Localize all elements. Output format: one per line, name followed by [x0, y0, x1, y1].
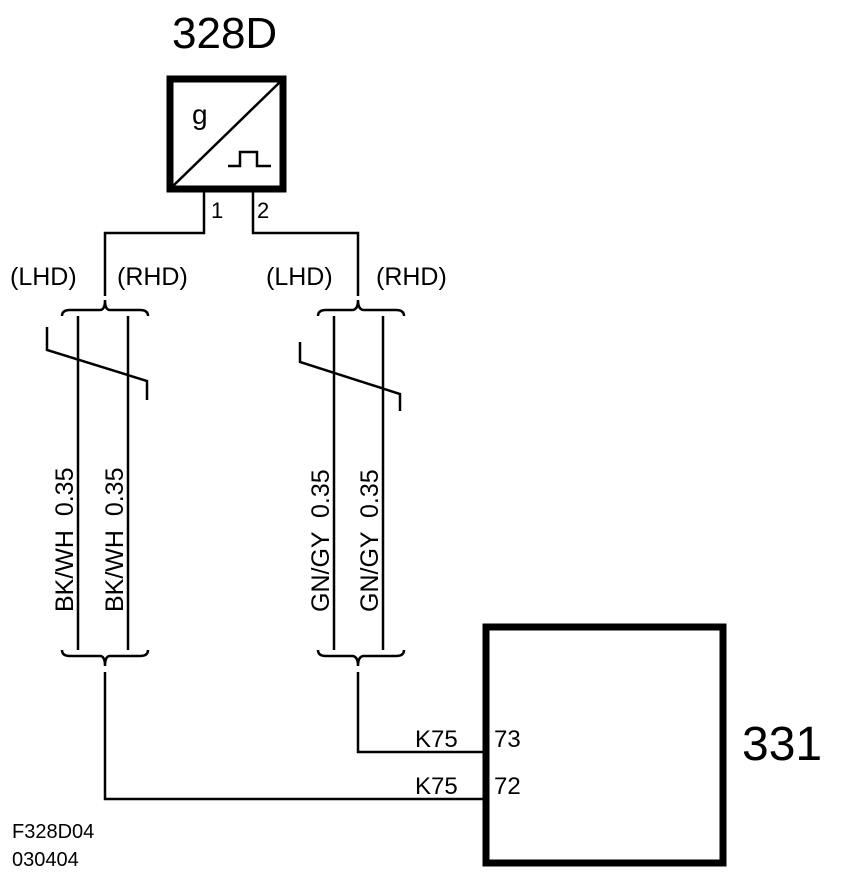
sensor-id-label: 328D [172, 9, 277, 58]
sensor-diagonal [172, 81, 281, 187]
footer-code: F328D04 [12, 821, 94, 843]
pin-label-72: 72 [494, 773, 521, 800]
sensor-pin2-label: 2 [257, 198, 269, 223]
connector-label-b: K75 [415, 773, 458, 800]
sensor-pin1-label: 1 [211, 198, 223, 223]
left-upper-brace [60, 299, 150, 317]
left-rhd-label: (RHD) [117, 263, 188, 291]
right-rhd-label: (RHD) [376, 263, 447, 291]
right-lhd-label: (LHD) [266, 263, 333, 291]
module-331-box[interactable] [482, 623, 727, 867]
wire-label-bkwh-rhd: BK/WH 0.35 [101, 468, 129, 613]
connector-label-a: K75 [415, 726, 458, 753]
left-lhd-label: (LHD) [10, 263, 77, 291]
left-lower-brace [60, 649, 150, 667]
pulse-signal-icon [228, 150, 271, 168]
footer-date: 030404 [12, 849, 79, 871]
wire-pin1[interactable] [103, 189, 206, 296]
sensor-symbol-letter: g [192, 99, 208, 130]
sensor-328d-box[interactable] [166, 75, 287, 193]
right-upper-brace [316, 299, 406, 317]
wire-to-pin73[interactable] [356, 672, 486, 754]
wire-label-gngy-rhd: GN/GY 0.35 [356, 469, 384, 612]
right-lower-brace [316, 649, 406, 667]
wire-pin2[interactable] [251, 189, 360, 296]
module-id-label: 331 [742, 718, 822, 771]
wire-to-pin72[interactable] [103, 672, 486, 801]
left-twist-marker [45, 327, 149, 400]
wire-label-bkwh-lhd: BK/WH 0.35 [51, 468, 79, 613]
wire-label-gngy-lhd: GN/GY 0.35 [307, 469, 335, 612]
pin-label-73: 73 [494, 726, 521, 753]
right-twist-marker [298, 342, 402, 411]
